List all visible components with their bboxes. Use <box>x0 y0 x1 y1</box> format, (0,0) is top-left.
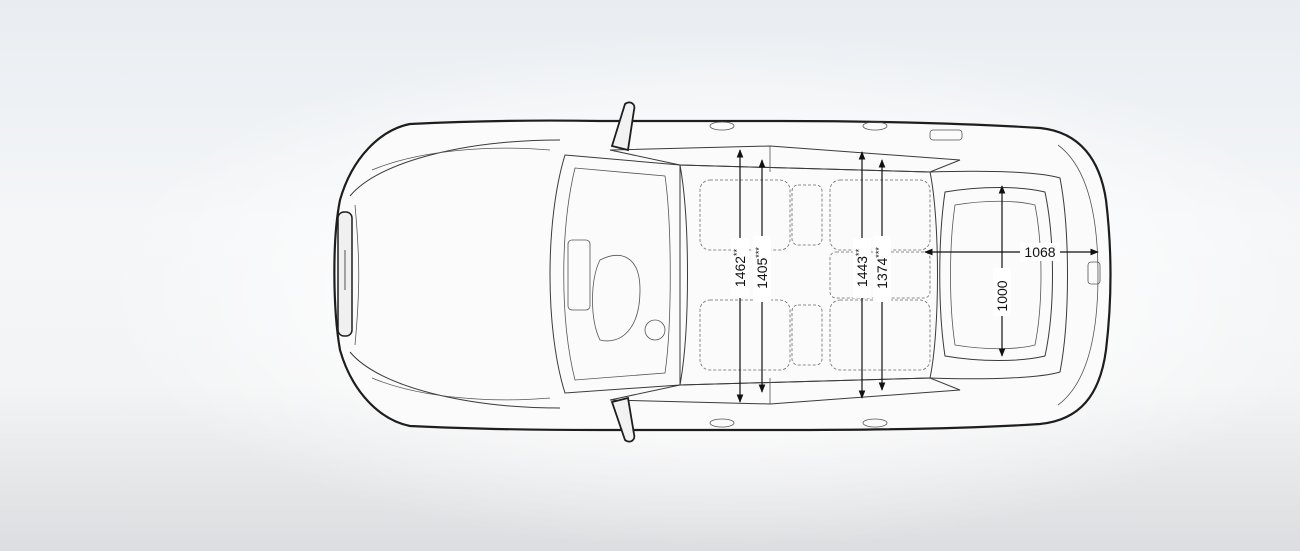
label-bg-boot-length <box>1020 243 1060 261</box>
car-body-outline <box>333 119 1112 432</box>
steering-wheel <box>644 319 666 341</box>
label-bg-rear-elbow <box>873 236 891 302</box>
steering-area <box>592 255 641 342</box>
label-bg-rear-shoulder <box>853 238 871 298</box>
door-handle-rear-bottom <box>862 418 888 428</box>
label-front-elbow: 1405*** <box>754 247 770 289</box>
windshield <box>549 154 688 394</box>
label-rear-shoulder: 1443** <box>854 248 870 287</box>
hood-crease-top <box>371 147 551 171</box>
hood-edge-top <box>349 139 561 197</box>
rear-lights-line <box>1057 144 1099 406</box>
rear-window <box>929 170 1068 380</box>
door-handle-front-bottom <box>709 418 735 428</box>
fuel-cap <box>929 129 963 141</box>
windshield-inner <box>563 167 671 381</box>
bonnet-line <box>354 204 360 346</box>
right-mirror <box>610 396 636 443</box>
side-window-top <box>609 145 961 173</box>
roof-outline <box>679 164 938 386</box>
label-bg-boot-width <box>993 268 1011 316</box>
boot-opening <box>939 187 1053 361</box>
rear-badge <box>1087 261 1101 285</box>
door-handle-rear-top <box>862 121 888 131</box>
door-handle-front-top <box>709 121 735 131</box>
side-window-bottom <box>609 377 961 405</box>
label-rear-elbow: 1374*** <box>874 247 890 289</box>
label-bg-front-elbow <box>753 236 771 302</box>
hood-edge-bottom <box>349 351 561 409</box>
label-bg-front-shoulder <box>731 238 749 298</box>
label-boot-width: 1000 <box>994 280 1010 311</box>
hood-crease-bottom <box>371 377 551 401</box>
dashboard-vent <box>567 239 591 311</box>
boot-inner <box>950 200 1042 350</box>
label-boot-length: 1068 <box>1024 244 1055 260</box>
left-mirror <box>610 101 636 152</box>
label-front-shoulder: 1462** <box>732 248 748 287</box>
